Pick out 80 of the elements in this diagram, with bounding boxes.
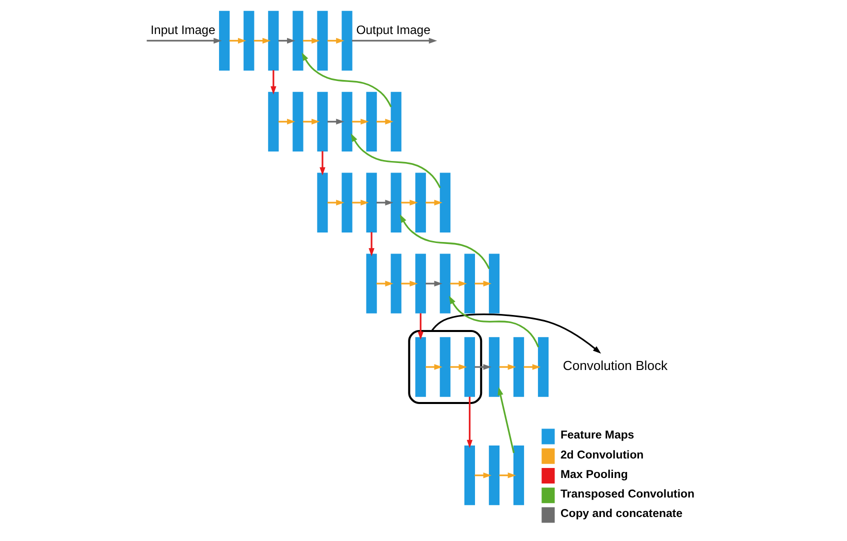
node-bar <box>488 337 500 397</box>
node-bar <box>414 337 426 397</box>
node-bar <box>439 337 450 397</box>
node-bar <box>341 10 352 71</box>
node-bar <box>439 254 450 314</box>
node-bar <box>390 92 401 152</box>
arrow <box>400 200 418 206</box>
node-bar <box>366 254 376 314</box>
node-bar <box>316 172 328 232</box>
arrow <box>326 200 344 206</box>
arrow <box>430 314 601 354</box>
node-bar <box>366 92 376 152</box>
arrow <box>497 387 514 454</box>
arrow <box>228 38 246 44</box>
node-bar <box>292 10 303 71</box>
arrow <box>302 38 320 44</box>
node-bar <box>464 337 474 397</box>
arrow <box>350 133 440 188</box>
arrow <box>474 364 491 370</box>
arrow <box>368 232 374 256</box>
node-bar <box>316 92 328 152</box>
arrow <box>326 118 344 125</box>
node-bar <box>268 10 278 71</box>
node-bar <box>268 92 278 152</box>
arrow <box>417 313 423 340</box>
arrow <box>278 38 295 44</box>
arrow <box>319 151 325 176</box>
arrow <box>425 280 442 286</box>
node-bar <box>341 92 352 152</box>
arrow <box>450 280 466 286</box>
arrow <box>498 472 516 478</box>
node-text: Convolution Block <box>562 358 668 374</box>
node-bar <box>390 254 401 314</box>
arrow <box>466 396 472 448</box>
node-bar <box>512 337 524 397</box>
node-bar <box>464 254 474 314</box>
arrow <box>146 38 222 44</box>
node-bar <box>414 254 426 314</box>
node-bar <box>464 445 474 506</box>
arrow <box>253 38 270 44</box>
node-bar <box>366 172 376 232</box>
node-bar <box>243 10 254 71</box>
node-bar <box>537 337 548 397</box>
node-bar <box>488 254 500 314</box>
arrow <box>523 364 540 370</box>
arrow <box>302 118 320 125</box>
node-bar <box>341 172 352 232</box>
node-bar <box>390 172 401 232</box>
arrow <box>301 52 392 108</box>
arrow <box>448 296 539 348</box>
edge-label: Input Image <box>150 23 215 38</box>
node-bar <box>218 10 230 71</box>
node-bar <box>512 445 524 506</box>
legend-label: Max Pooling <box>560 468 628 481</box>
arrow <box>400 280 418 286</box>
legend-label: Transposed Convolution <box>560 488 694 501</box>
legend-label: 2d Convolution <box>560 449 644 462</box>
arrow <box>425 364 442 370</box>
edge-label: Output Image <box>356 23 430 38</box>
legend-label: Feature Maps <box>560 430 634 442</box>
arrow <box>376 118 393 125</box>
arrow <box>376 200 393 206</box>
node-bar <box>439 172 450 232</box>
node-bar <box>316 10 328 71</box>
arrow <box>498 364 516 370</box>
arrow <box>474 472 491 478</box>
arrow <box>352 118 368 125</box>
arrow <box>474 280 491 286</box>
arrow <box>425 200 442 206</box>
node-bar <box>414 172 426 232</box>
arrow <box>352 200 368 206</box>
arrow <box>376 280 393 286</box>
arrow <box>270 70 276 94</box>
arrow <box>399 214 490 270</box>
arrow <box>326 38 344 44</box>
legend-label: Copy and concatenate <box>560 508 682 520</box>
node-bar <box>292 92 303 152</box>
node-bar <box>488 445 500 506</box>
arrow <box>278 118 295 125</box>
arrow <box>450 364 466 370</box>
